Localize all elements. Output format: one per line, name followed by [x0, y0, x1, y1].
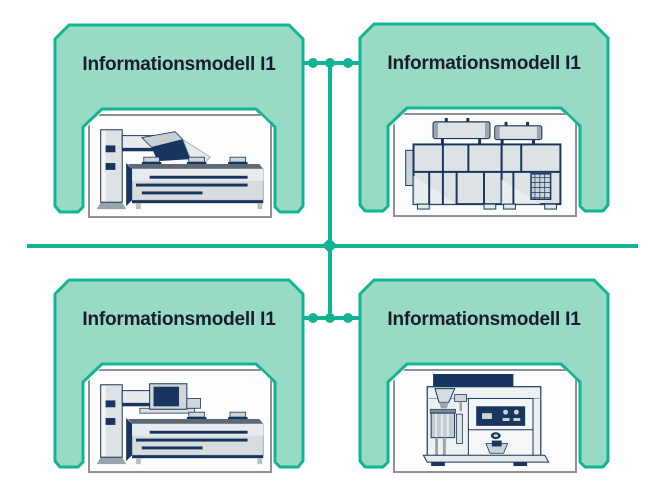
node-label: Informationsmodell I1 — [387, 53, 581, 74]
connector-dot — [325, 58, 335, 68]
cnc-lathe-machine-icon — [92, 118, 268, 212]
model-node-top-left: Informationsmodell I1 — [53, 23, 305, 219]
node-label: Informationsmodell I1 — [82, 54, 276, 75]
model-node-top-right: Informationsmodell I1 — [358, 22, 610, 218]
machine-panel — [393, 113, 577, 217]
connector-dot — [325, 313, 335, 323]
connector-dot — [343, 58, 353, 68]
arch-frame — [53, 278, 305, 469]
machine-panel — [88, 369, 272, 473]
connector-dot — [308, 313, 318, 323]
connector-dot — [343, 313, 353, 323]
model-node-bottom-left: Informationsmodell I1 — [53, 278, 305, 474]
processing-plant-machine-icon — [397, 117, 573, 211]
vertical-trunk-line — [328, 61, 332, 320]
machine-panel — [393, 369, 577, 473]
arch-frame — [53, 23, 305, 214]
cnc-lathe-with-monitor-icon — [92, 373, 268, 467]
arch-frame — [358, 22, 610, 213]
arch-frame — [358, 278, 610, 469]
connector-dot — [308, 58, 318, 68]
node-label: Informationsmodell I1 — [82, 309, 276, 330]
bus-junction-node — [321, 237, 338, 254]
machining-center-with-control-panel-icon — [397, 373, 573, 467]
model-node-bottom-right: Informationsmodell I1 — [358, 278, 610, 474]
machine-panel — [88, 114, 272, 218]
node-label: Informationsmodell I1 — [387, 309, 581, 330]
